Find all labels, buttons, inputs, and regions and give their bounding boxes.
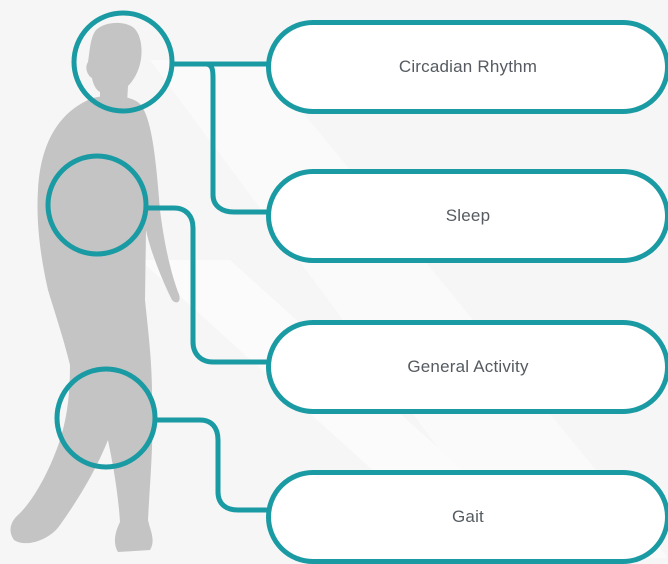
highlight-rings (45, 10, 175, 470)
label-gait: Gait (266, 470, 668, 564)
connector-sleep (203, 61, 269, 215)
label-sleep-text: Sleep (445, 206, 491, 225)
connector-gait (153, 417, 269, 513)
person-body (10, 95, 180, 553)
walking-person-silhouette (10, 22, 180, 553)
connector-general-activity (143, 205, 269, 365)
label-circadian-rhythm-text: Circadian Rhythm (398, 57, 538, 76)
person-head (86, 22, 142, 108)
connectors (143, 61, 269, 513)
label-circadian-rhythm: Circadian Rhythm (266, 20, 668, 114)
label-sleep: Sleep (266, 169, 668, 263)
ring-head (71, 10, 175, 114)
ring-legs (54, 366, 158, 470)
label-gait-text: Gait (452, 507, 484, 526)
label-general-activity: General Activity (266, 320, 668, 414)
ring-torso (45, 153, 149, 257)
label-general-activity-text: General Activity (407, 357, 529, 376)
